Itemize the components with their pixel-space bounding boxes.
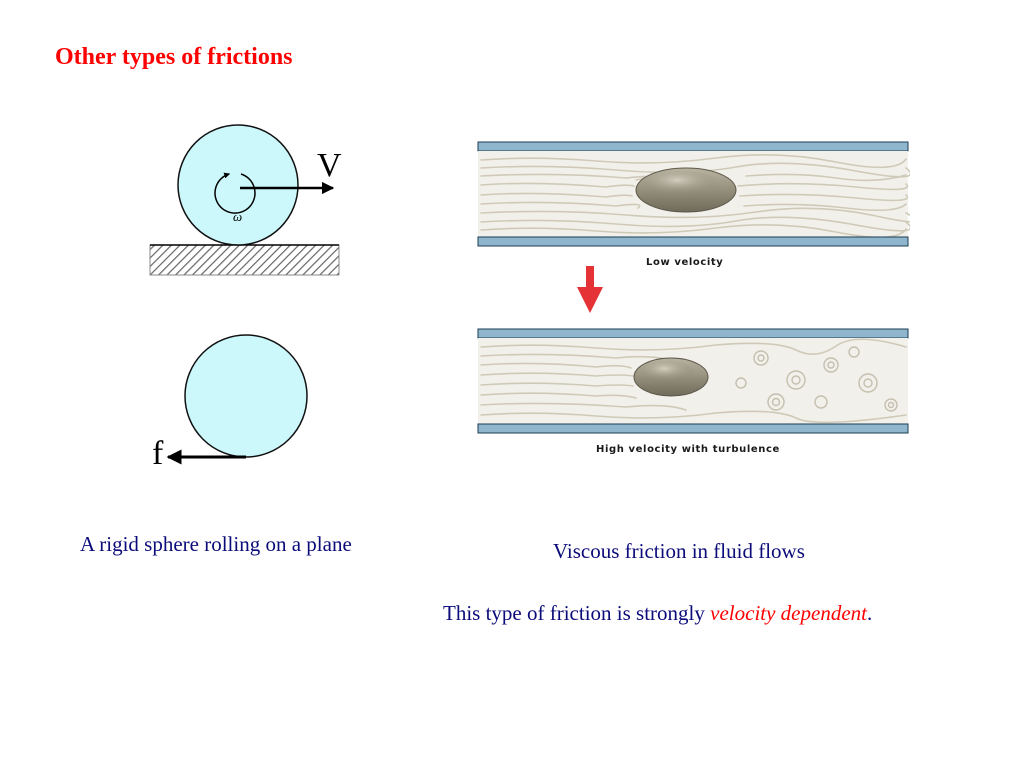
viscous-caption: Viscous friction in fluid flows — [553, 539, 805, 563]
velocity-label: V — [317, 147, 342, 184]
high-velocity-label: High velocity with turbulence — [596, 444, 780, 455]
note-prefix: This type of friction is strongly — [443, 601, 711, 625]
rolling-caption: A rigid sphere rolling on a plane — [80, 532, 352, 556]
note-emphasis: velocity dependent — [710, 601, 867, 625]
velocity-note: This type of friction is strongly veloci… — [443, 601, 872, 626]
rotation-arrow-icon — [214, 172, 256, 214]
note-suffix: . — [866, 601, 873, 625]
omega-label: ω — [233, 209, 242, 224]
low-velocity-pipe — [477, 141, 910, 247]
low-velocity-label: Low velocity — [646, 257, 723, 268]
viscous-flow-diagram: Low velocity — [477, 141, 910, 455]
high-velocity-pipe — [477, 328, 909, 434]
slide-title: Other types of frictions — [55, 44, 293, 70]
friction-sphere-diagram: f — [152, 334, 308, 470]
rolling-sphere — [177, 124, 299, 246]
friction-label: f — [152, 435, 164, 470]
sphere — [184, 334, 308, 458]
rolling-sphere-diagram: V ω — [149, 124, 342, 276]
ground-plane — [149, 244, 340, 276]
down-arrow-icon — [577, 266, 603, 313]
